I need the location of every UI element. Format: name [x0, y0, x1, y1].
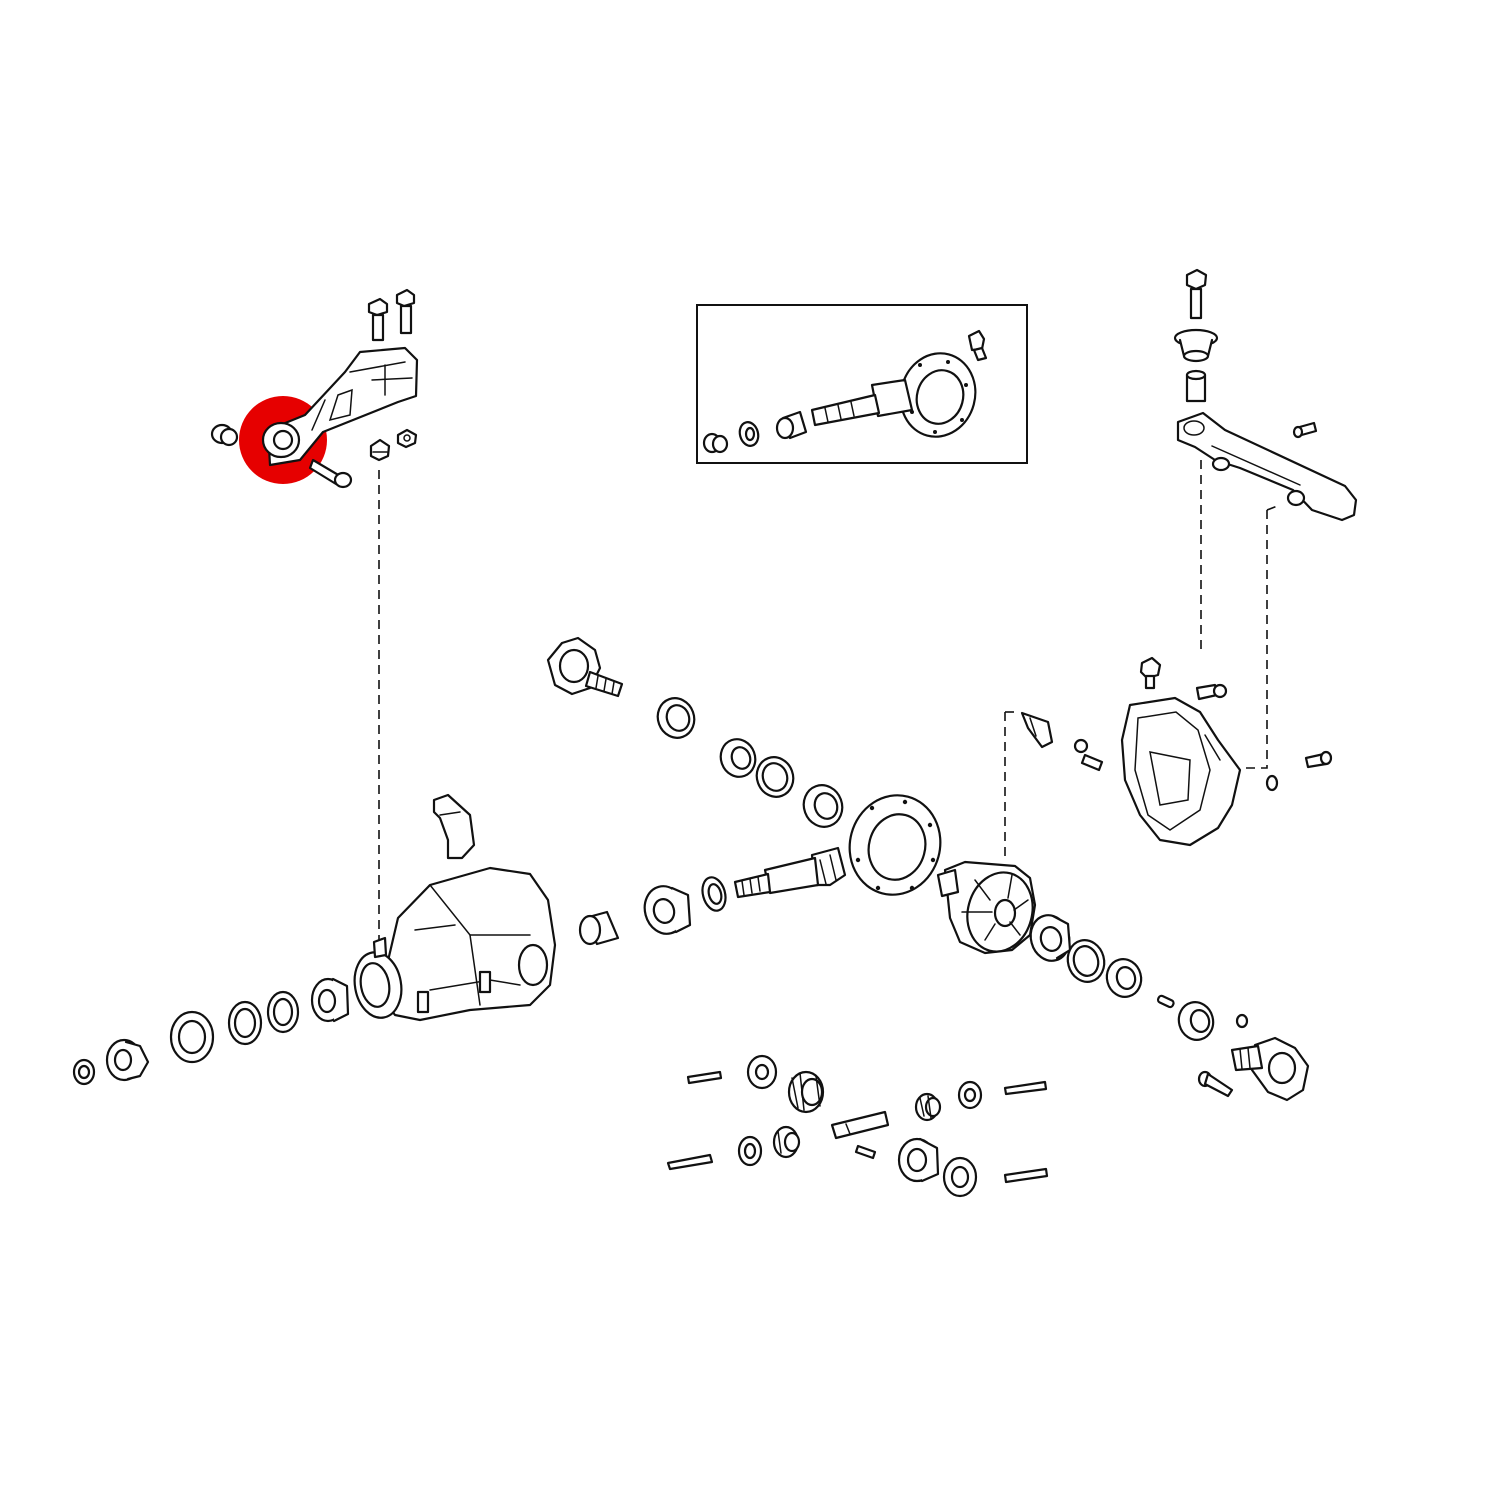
side-gear-2[interactable] [897, 1137, 940, 1183]
thrust-washer-1 [746, 1054, 778, 1090]
cover-washer [1265, 774, 1279, 792]
bracket-nut-1 [369, 438, 391, 462]
rear-support-bolt [1185, 268, 1208, 320]
thrust-washer-2 [957, 1080, 983, 1110]
pinion-shaft-pin-2 [1003, 1080, 1048, 1096]
bushing-bolt [308, 458, 353, 489]
small-pin-lower [854, 1144, 877, 1160]
pinion-rear-bearing [643, 885, 692, 935]
cover-bolt-1 [1195, 683, 1228, 701]
carrier-stud [1020, 711, 1054, 749]
bearing-race-right [1066, 939, 1106, 983]
side-bearing-left [719, 738, 757, 778]
adjusting-nut-left [802, 784, 844, 828]
differential-carrier-housing[interactable] [350, 866, 557, 1022]
inset-box [696, 304, 1028, 464]
plug-bolt [1073, 738, 1104, 772]
carrier-washer-b [227, 1000, 263, 1046]
front-mount-bracket[interactable] [266, 346, 419, 467]
side-bearing-right [1029, 914, 1072, 962]
drive-pinion[interactable] [733, 846, 847, 899]
bracket-nut-2 [396, 428, 418, 449]
pinion-shaft-pin-4 [1003, 1167, 1049, 1184]
thrust-washer-3 [737, 1135, 763, 1167]
thrust-washer-4 [942, 1156, 978, 1198]
rear-mount-collar [1185, 369, 1207, 403]
pinion-front-bearing [578, 910, 620, 946]
carrier-bearing-a [310, 977, 350, 1023]
pinion-mate-1[interactable] [914, 1092, 942, 1122]
differential-case[interactable] [936, 860, 1041, 959]
cover-breather [1139, 656, 1162, 690]
inset-pinion-nut [967, 329, 988, 362]
inset-washer [738, 421, 760, 447]
pinion-mate-2[interactable] [772, 1125, 801, 1159]
rear-mount-cushion[interactable] [1173, 328, 1219, 363]
rear-support-member[interactable] [1176, 411, 1358, 522]
oil-seal-right [1177, 1001, 1215, 1041]
bracket-bolt-2 [395, 288, 416, 335]
mount-bushing[interactable] [261, 421, 301, 459]
pinion-spacer [701, 876, 727, 912]
side-gear-1[interactable] [787, 1070, 825, 1114]
carrier-flange-nut [105, 1038, 150, 1082]
adjusting-nut-right [1105, 958, 1143, 998]
carrier-cover[interactable] [1120, 696, 1242, 847]
ring-gear[interactable] [839, 785, 952, 905]
pinion-mate-shaft [830, 1110, 890, 1140]
cover-bolt-2 [1304, 750, 1333, 769]
rear-support-side-bolt [1292, 421, 1318, 439]
oil-seal-left [656, 697, 696, 739]
inset-ring-gear[interactable] [891, 345, 984, 445]
bearing-race-left [755, 756, 795, 798]
inset-bearing [775, 410, 808, 440]
inset-nut [702, 432, 729, 454]
bearing-cap[interactable] [432, 793, 476, 860]
small-pin-right [1156, 994, 1175, 1009]
carrier-plain-washer [72, 1058, 96, 1086]
inset-pinion-shaft[interactable] [810, 378, 914, 427]
bushing-nut [210, 423, 239, 447]
snap-ring-right [1235, 1013, 1249, 1029]
assembly-guide-lines [378, 460, 1281, 945]
left-side-flange[interactable] [546, 636, 624, 698]
pinion-shaft-pin-1 [686, 1070, 723, 1085]
bracket-bolt-1 [367, 297, 389, 342]
flange-bolt [1197, 1070, 1234, 1098]
pinion-shaft-pin-3 [666, 1153, 714, 1171]
right-side-flange[interactable] [1230, 1036, 1310, 1102]
carrier-oil-seal [169, 1010, 215, 1064]
carrier-washer-a [266, 990, 300, 1034]
